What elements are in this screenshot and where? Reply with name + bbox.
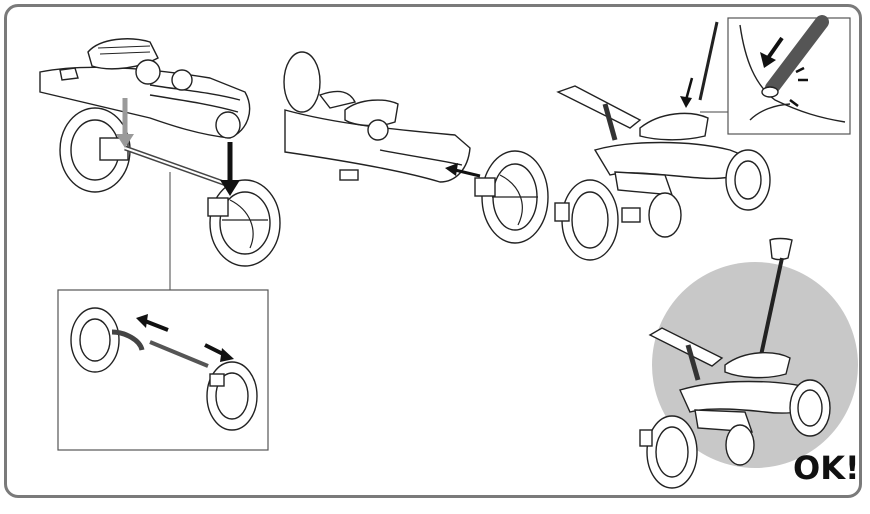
knob-part-2 [172, 70, 192, 90]
back-wheel-right [649, 193, 681, 237]
attach-rear-wheel-step [284, 52, 548, 243]
insert-axle-step [40, 39, 280, 290]
axle-detail-inset [58, 290, 268, 450]
handlebar [558, 86, 640, 128]
push-handle-grip [770, 239, 792, 260]
frame-tube-end [216, 112, 240, 138]
final-back-wheel [790, 380, 830, 436]
seat-3 [640, 113, 708, 139]
ok-label: OK! [793, 449, 860, 487]
pin-tool [700, 22, 717, 100]
back-wheel-left [726, 150, 770, 210]
pin-detail-inset [728, 18, 850, 134]
knob-part-1 [136, 60, 160, 84]
